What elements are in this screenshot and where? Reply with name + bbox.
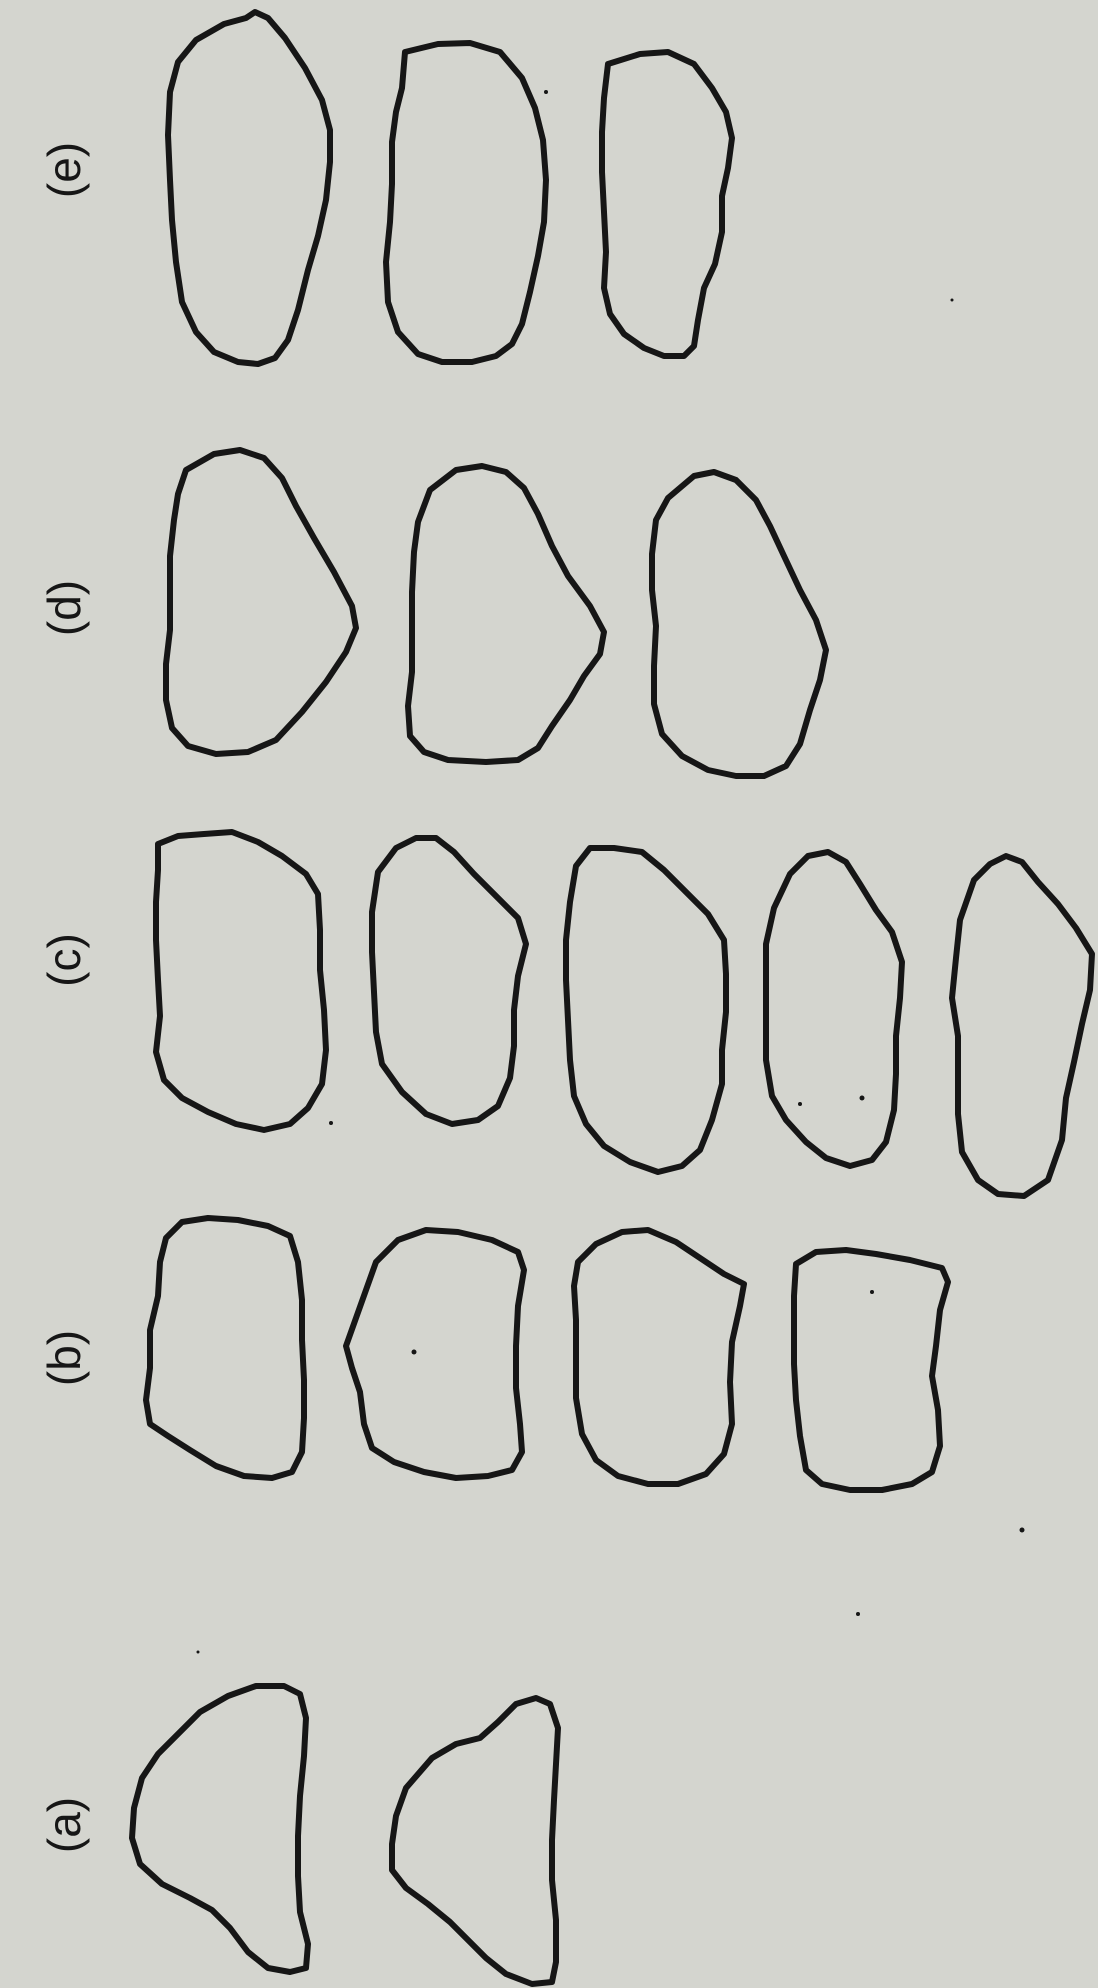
outline-b-4	[794, 1250, 948, 1490]
outline-c-1	[156, 832, 326, 1130]
speck-5	[860, 1096, 865, 1101]
group-e-shapes	[168, 12, 732, 364]
outline-e-2	[386, 43, 546, 362]
speck-10	[197, 1651, 200, 1654]
outline-d-2	[408, 466, 604, 762]
speck-3	[329, 1121, 333, 1125]
group-b-shapes	[146, 1218, 948, 1490]
outline-a-2	[392, 1698, 558, 1984]
outline-b-1	[146, 1218, 304, 1478]
speck-1	[544, 90, 548, 94]
outline-c-4	[766, 852, 902, 1166]
outline-d-1	[166, 450, 356, 754]
group-label-a: (a)	[38, 1797, 90, 1853]
group-d-shapes	[166, 450, 826, 776]
group-c-shapes	[156, 832, 1092, 1196]
speck-8	[1020, 1528, 1025, 1533]
group-label-e: (e)	[38, 142, 90, 198]
outline-c-5	[952, 856, 1092, 1196]
speck-6	[412, 1350, 417, 1355]
group-label-b: (b)	[38, 1330, 90, 1386]
group-label-c: (c)	[38, 933, 90, 987]
outline-c-3	[566, 848, 726, 1172]
speck-4	[798, 1102, 802, 1106]
outline-a-1	[132, 1686, 308, 1972]
speck-9	[856, 1612, 860, 1616]
outline-b-3	[574, 1230, 744, 1484]
outline-e-1	[168, 12, 330, 364]
outline-e-3	[602, 52, 732, 356]
scan-specks	[197, 90, 1025, 1654]
group-label-d: (d)	[38, 580, 90, 636]
outline-d-3	[652, 472, 826, 776]
outline-b-2	[346, 1230, 524, 1478]
group-a-shapes	[132, 1686, 558, 1984]
speck-2	[951, 299, 954, 302]
outline-c-2	[372, 838, 526, 1124]
speck-7	[870, 1290, 874, 1294]
